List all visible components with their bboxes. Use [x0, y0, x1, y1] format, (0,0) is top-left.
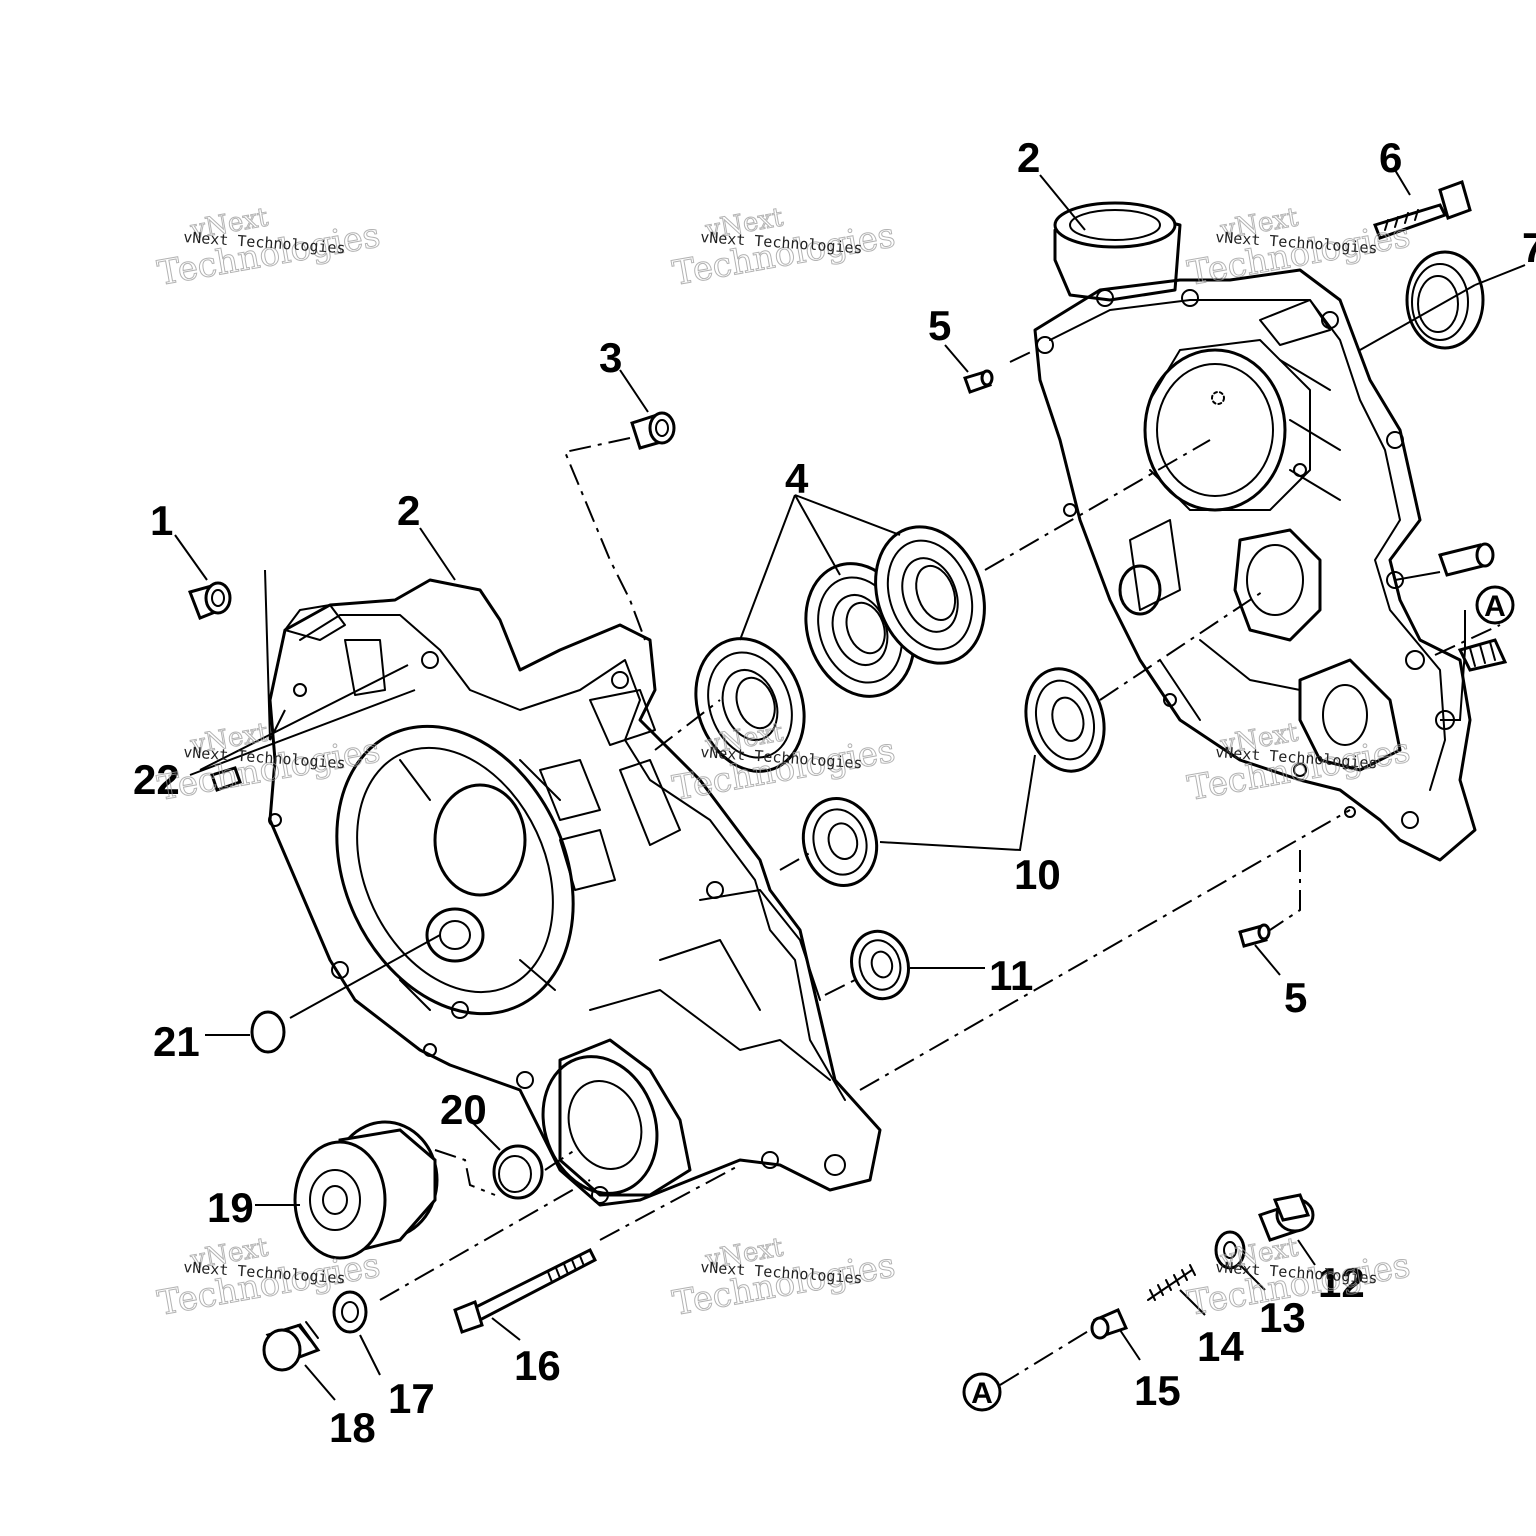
- part-20-seal: [492, 1144, 544, 1200]
- callout-3: 3: [599, 334, 622, 381]
- callout-7: 7: [1522, 224, 1536, 271]
- callout-12: 12: [1318, 1259, 1365, 1306]
- callout-21: 21: [153, 1018, 200, 1065]
- right-crankcase-half: [1033, 201, 1477, 862]
- callout-2-right: 2: [1017, 134, 1040, 181]
- svg-text:A: A: [971, 1377, 993, 1410]
- callout-4: 4: [785, 455, 809, 502]
- callout-18: 18: [329, 1404, 376, 1451]
- callout-22: 22: [133, 756, 180, 803]
- part-14-spring: [1147, 1264, 1196, 1301]
- right-edge-fitting: [1457, 638, 1508, 672]
- part-16-long-bolt: [453, 1247, 598, 1334]
- part-6-bolt: [1373, 180, 1472, 240]
- part-5-dowel-pin-top: [963, 369, 994, 394]
- svg-text:A: A: [1484, 590, 1506, 623]
- left-crankcase-half: [268, 578, 882, 1207]
- reference-mark-a-top: A: [1475, 585, 1515, 625]
- right-edge-sleeve: [1438, 542, 1495, 577]
- part-18-drain-plug: [262, 1321, 321, 1372]
- callout-17: 17: [388, 1375, 435, 1422]
- callout-10: 10: [1014, 851, 1061, 898]
- callout-labels: 1 2 2 3 4 5 5 6 7 10 11 12 13 14 15 16 1…: [133, 134, 1536, 1451]
- reference-mark-a-bottom: A: [962, 1372, 1002, 1412]
- callout-5-top: 5: [928, 302, 951, 349]
- callout-5-bottom: 5: [1284, 974, 1307, 1021]
- part-17-washer: [332, 1290, 368, 1334]
- callout-15: 15: [1134, 1367, 1181, 1414]
- callout-20: 20: [440, 1086, 487, 1133]
- callout-14: 14: [1197, 1323, 1244, 1370]
- part-13-washer: [1214, 1230, 1246, 1270]
- part-7-oil-seal: [1405, 250, 1485, 350]
- callout-2-left: 2: [397, 487, 420, 534]
- callout-19: 19: [207, 1184, 254, 1231]
- part-15-plunger: [1090, 1308, 1129, 1340]
- part-3-sleeve: [630, 411, 676, 450]
- leader-lines: [174, 169, 1526, 1401]
- callout-11: 11: [989, 952, 1033, 999]
- part-1-sleeve: [188, 581, 232, 620]
- bearing-10: [801, 667, 1106, 888]
- callout-1: 1: [150, 497, 173, 544]
- bearing-11: [850, 929, 910, 1001]
- part-12-bolt: [1258, 1193, 1315, 1242]
- part-21-o-ring: [250, 1010, 286, 1054]
- bearing-set-4: [694, 525, 986, 773]
- part-22-pin: [210, 766, 242, 792]
- part-5-dowel-pin-bottom: [1238, 923, 1271, 948]
- callout-13: 13: [1259, 1294, 1306, 1341]
- part-19-filter: [293, 1120, 439, 1260]
- callout-6: 6: [1379, 134, 1402, 181]
- callout-16: 16: [514, 1342, 561, 1389]
